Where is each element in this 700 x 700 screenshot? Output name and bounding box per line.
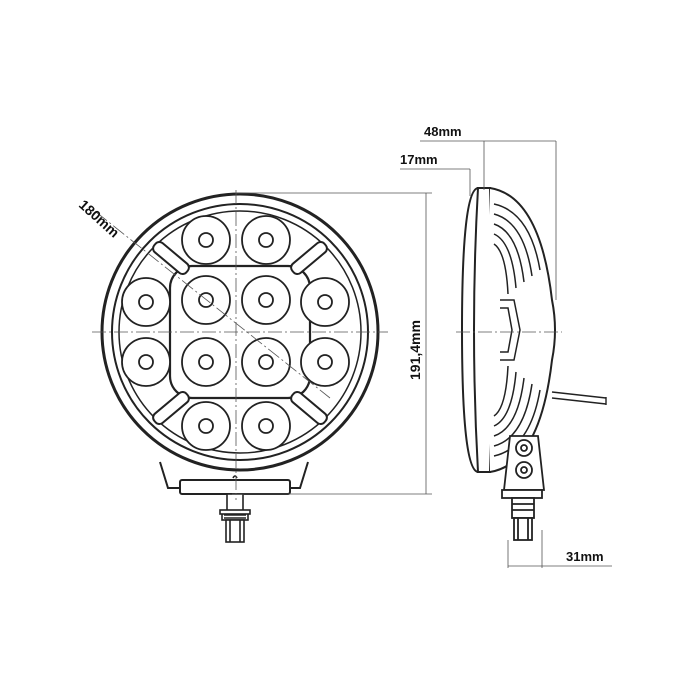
led-reflector <box>300 337 350 387</box>
bracket-width-label: 31mm <box>566 549 604 564</box>
side-bracket <box>501 435 546 541</box>
led-array <box>121 215 350 451</box>
led-reflector <box>121 337 171 387</box>
cooling-fins <box>493 203 541 457</box>
center-lines <box>92 190 388 500</box>
led-reflector <box>241 275 291 325</box>
led-reflector <box>300 277 350 327</box>
side-dimensions <box>400 140 612 568</box>
diameter-label: 180mm <box>76 196 123 240</box>
led-reflector <box>181 275 231 325</box>
led-reflector <box>181 215 231 265</box>
side-view <box>456 187 607 541</box>
led-reflector <box>241 337 291 387</box>
led-reflector <box>121 277 171 327</box>
position-light-strips <box>152 240 328 426</box>
height-label: 191,4mm <box>407 320 423 380</box>
height-dimension <box>232 192 432 495</box>
depth-front-label: 17mm <box>400 152 438 167</box>
led-reflector <box>241 215 291 265</box>
led-reflector <box>181 337 231 387</box>
diameter-leader <box>95 211 331 399</box>
depth-total-label: 48mm <box>424 124 462 139</box>
side-housing <box>489 187 556 473</box>
led-reflector <box>181 401 231 451</box>
power-cable <box>551 391 607 405</box>
mount-bracket-plate <box>179 479 291 495</box>
led-reflector <box>241 401 291 451</box>
front-view <box>92 190 388 543</box>
